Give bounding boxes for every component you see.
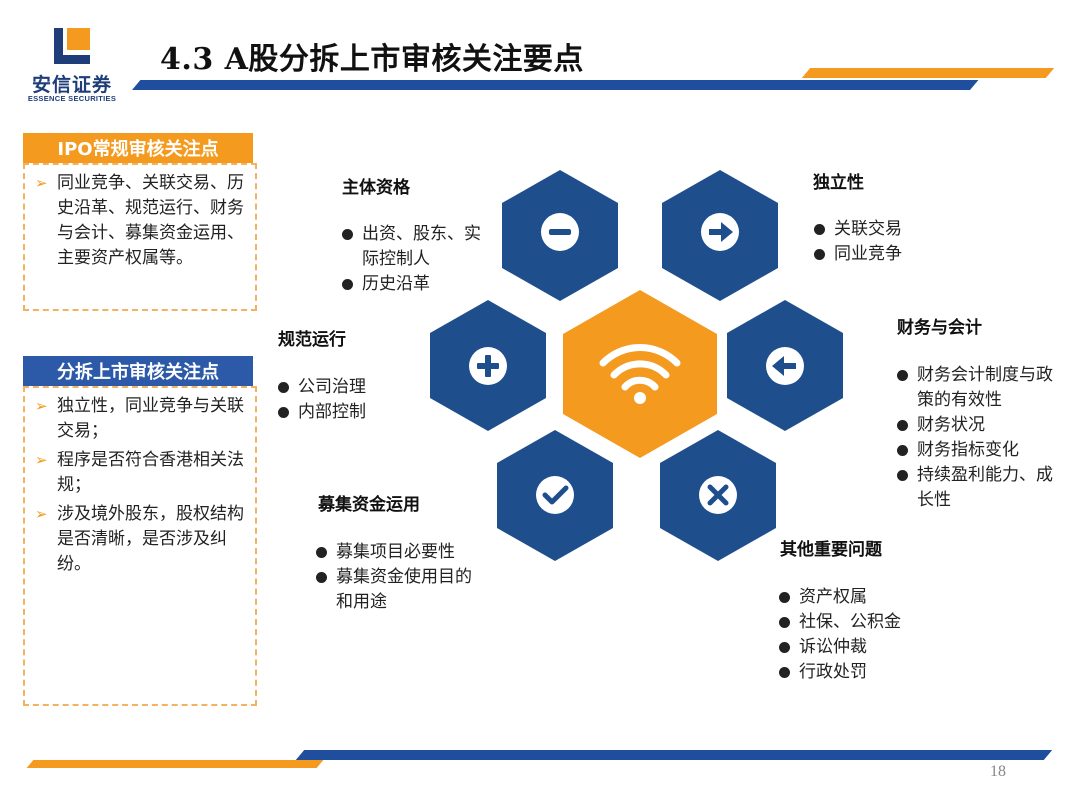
ipo-box-title: IPO常规审核关注点 (23, 133, 253, 163)
finance-title: 财务与会计 (897, 318, 982, 338)
list-item: 公司治理 (276, 375, 416, 400)
list-item: 同业竞争 (812, 242, 952, 267)
list-item: 行政处罚 (777, 660, 947, 685)
list-item: 出资、股东、实际控制人 (340, 222, 490, 272)
bullet-dot (897, 445, 908, 456)
list-item: ➢同业竞争、关联交易、历史沿革、规范运行、财务与会计、募集资金运用、主要资产权属… (35, 173, 244, 268)
plus-icon (469, 347, 507, 385)
arrow-left-icon (766, 347, 804, 385)
governance-list: 公司治理 内部控制 (276, 375, 416, 425)
list-item: 财务状况 (895, 413, 1067, 438)
bullet-dot (779, 592, 790, 603)
subject-title: 主体资格 (342, 178, 410, 198)
split-box-title: 分拆上市审核关注点 (23, 356, 253, 386)
hex-independence (662, 170, 778, 301)
bullet-dot (316, 572, 327, 583)
other-title: 其他重要问题 (780, 540, 882, 560)
list-item: 募集资金使用目的和用途 (314, 565, 484, 615)
funds-list: 募集项目必要性 募集资金使用目的和用途 (314, 540, 484, 615)
list-item: ➢涉及境外股东，股权结构是否清晰，是否涉及纠纷。 (35, 504, 244, 574)
governance-title: 规范运行 (278, 330, 346, 350)
bullet-dot (779, 667, 790, 678)
list-item: 财务指标变化 (895, 438, 1067, 463)
bullet-dot (278, 382, 289, 393)
arrow-bullet-icon: ➢ (35, 397, 48, 415)
hex-center (563, 290, 717, 458)
logo-text-cn: 安信证券 (31, 74, 112, 96)
header-blue-bar (132, 80, 979, 90)
other-list: 资产权属 社保、公积金 诉讼仲裁 行政处罚 (777, 585, 947, 685)
arrow-bullet-icon: ➢ (35, 174, 48, 192)
independence-list: 关联交易 同业竞争 (812, 217, 952, 267)
check-icon (536, 476, 574, 514)
list-item: ➢独立性，同业竞争与关联交易； (35, 396, 244, 441)
split-box: ➢独立性，同业竞争与关联交易； ➢程序是否符合香港相关法规； ➢涉及境外股东，股… (23, 386, 257, 706)
ipo-box: ➢同业竞争、关联交易、历史沿革、规范运行、财务与会计、募集资金运用、主要资产权属… (23, 163, 257, 311)
arrow-bullet-icon: ➢ (35, 451, 48, 469)
bullet-dot (814, 224, 825, 235)
list-item: 财务会计制度与政策的有效性 (895, 363, 1067, 413)
arrow-right-icon (701, 213, 739, 251)
bullet-dot (316, 547, 327, 558)
wifi-icon (599, 344, 681, 391)
arrow-bullet-icon: ➢ (35, 505, 48, 523)
bullet-dot (779, 617, 790, 628)
hex-finance (727, 300, 843, 431)
funds-title: 募集资金运用 (318, 495, 420, 515)
footer-blue-bar (295, 750, 1053, 760)
list-item: 资产权属 (777, 585, 947, 610)
independence-title: 独立性 (813, 173, 864, 193)
logo-icon (54, 28, 90, 64)
bullet-dot (897, 470, 908, 481)
list-item: 内部控制 (276, 400, 416, 425)
hex-governance (430, 300, 546, 431)
hex-funds (497, 430, 613, 561)
list-item: 历史沿革 (340, 272, 490, 297)
list-item: 持续盈利能力、成长性 (895, 463, 1067, 513)
finance-list: 财务会计制度与政策的有效性 财务状况 财务指标变化 持续盈利能力、成长性 (895, 363, 1067, 513)
bullet-dot (278, 407, 289, 418)
bullet-dot (814, 249, 825, 260)
subject-list: 出资、股东、实际控制人 历史沿革 (340, 222, 490, 297)
bullet-dot (897, 370, 908, 381)
bullet-dot (342, 279, 353, 290)
bullet-dot (779, 642, 790, 653)
hex-subject (502, 170, 618, 301)
logo-text-en: ESSENCE SECURITIES (27, 94, 117, 103)
page-title: 4.3 A股分拆上市审核关注要点 (160, 42, 584, 77)
footer-orange-bar (26, 760, 324, 768)
bullet-dot (897, 420, 908, 431)
bullet-dot (342, 229, 353, 240)
hex-other (660, 430, 776, 561)
list-item: 社保、公积金 (777, 610, 947, 635)
list-item: 募集项目必要性 (314, 540, 484, 565)
minus-icon (541, 213, 579, 251)
list-item: 关联交易 (812, 217, 952, 242)
header-orange-bar (801, 68, 1055, 78)
list-item: 诉讼仲裁 (777, 635, 947, 660)
x-icon (699, 476, 737, 514)
page-number: 18 (990, 763, 1006, 780)
list-item: ➢程序是否符合香港相关法规； (35, 450, 244, 495)
